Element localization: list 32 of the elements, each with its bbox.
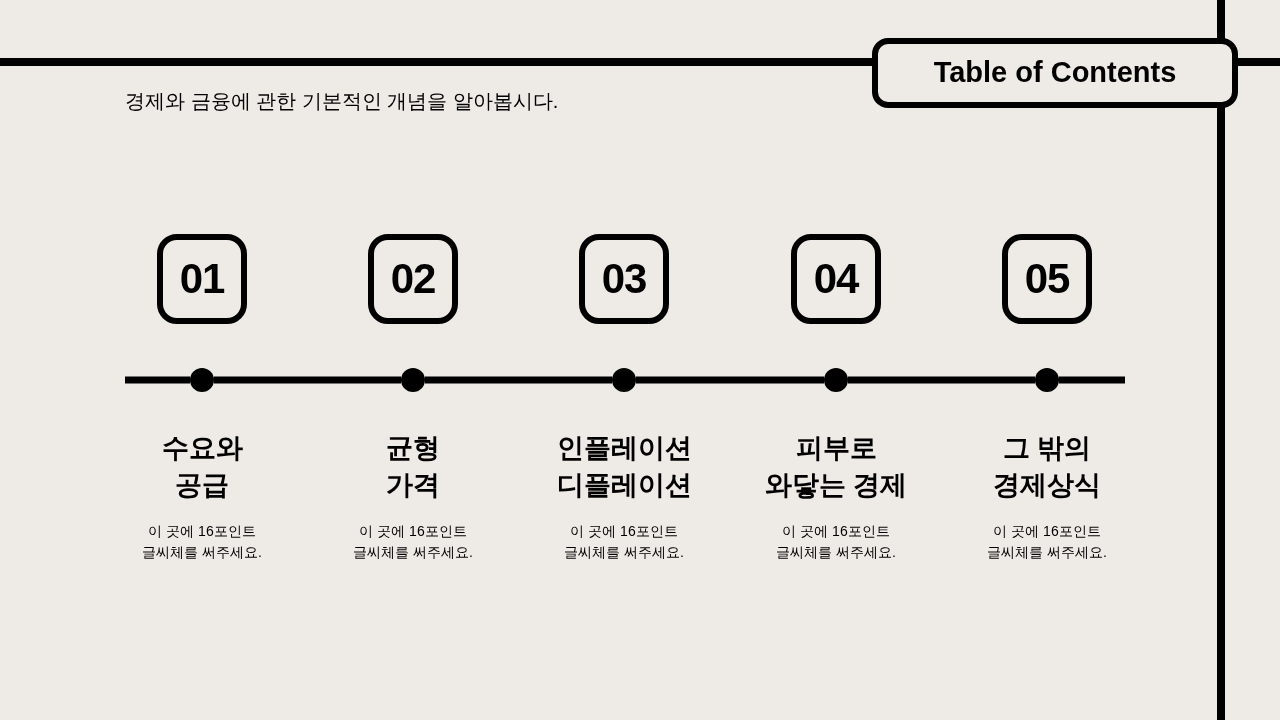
timeline-line bbox=[848, 376, 1035, 384]
topic-title: 균형 가격 bbox=[385, 432, 441, 502]
step-number: 04 bbox=[813, 255, 859, 303]
heading-box bbox=[872, 38, 1238, 108]
timeline-dot bbox=[1035, 368, 1059, 392]
topic-description: 이 곳에 16포인트 글씨체를 써주세요. bbox=[775, 522, 897, 562]
topic-description: 이 곳에 16포인트 글씨체를 써주세요. bbox=[563, 522, 685, 562]
step-number-box bbox=[368, 234, 458, 324]
topic-description: 이 곳에 16포인트 글씨체를 써주세요. bbox=[352, 522, 474, 562]
topic-title: 인플레이션 디플레이션 bbox=[555, 432, 693, 502]
timeline-line bbox=[425, 376, 612, 384]
topic-description: 이 곳에 16포인트 글씨체를 써주세요. bbox=[986, 522, 1108, 562]
timeline-dot bbox=[612, 368, 636, 392]
topic-title: 피부로 와닿는 경제 bbox=[763, 432, 909, 502]
timeline-line bbox=[214, 376, 401, 384]
timeline-dot bbox=[824, 368, 848, 392]
step-number-box bbox=[791, 234, 881, 324]
step-number-box bbox=[1002, 234, 1092, 324]
step-number-box bbox=[579, 234, 669, 324]
topic-title: 그 밖의 경제상식 bbox=[992, 432, 1102, 502]
step-number: 03 bbox=[601, 255, 647, 303]
topic-description: 이 곳에 16포인트 글씨체를 써주세요. bbox=[141, 522, 263, 562]
timeline-dot bbox=[401, 368, 425, 392]
contents-heading: Table of Contents bbox=[933, 57, 1177, 89]
timeline-line bbox=[636, 376, 824, 384]
subtitle-text: 경제와 금융에 관한 기본적인 개념을 알아봅시다. bbox=[125, 89, 559, 113]
step-number: 05 bbox=[1024, 255, 1070, 303]
step-number-box bbox=[157, 234, 247, 324]
step-number: 02 bbox=[390, 255, 436, 303]
timeline-dot bbox=[190, 368, 214, 392]
step-number: 01 bbox=[179, 255, 225, 303]
topic-title: 수요와 공급 bbox=[160, 432, 244, 502]
